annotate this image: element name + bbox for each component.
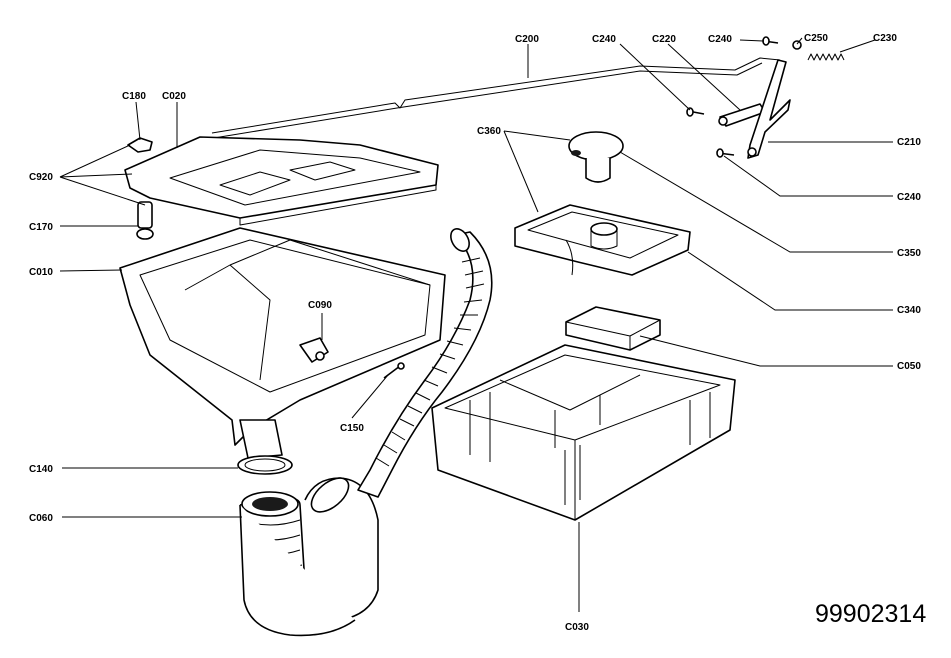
callout-c210: C210 [897, 137, 921, 148]
callout-c050: C050 [897, 361, 921, 372]
callout-c350: C350 [897, 248, 921, 259]
lever-part-c210 [747, 59, 791, 159]
callout-c240: C240 [708, 34, 732, 45]
bracket-part-c090 [299, 337, 329, 363]
callout-c920: C920 [29, 172, 53, 183]
callout-c020: C020 [162, 91, 186, 102]
corrugated-hose [357, 228, 493, 498]
connector-part-c170 [136, 201, 154, 240]
callout-c010: C010 [29, 267, 53, 278]
callout-c240: C240 [592, 34, 616, 45]
callout-c200: C200 [515, 34, 539, 45]
clip-part-c180 [127, 137, 153, 153]
rod-part-c200 [211, 57, 781, 139]
drawer-housing-part-c010 [119, 227, 446, 459]
screw-part-c240-c [762, 36, 779, 46]
cover-plate-part-c020 [124, 136, 439, 226]
callout-c220: C220 [652, 34, 676, 45]
callout-c150: C150 [340, 423, 364, 434]
tray-part-c340 [514, 204, 691, 276]
callout-c030: C030 [565, 622, 589, 633]
ring-part-c140 [237, 455, 293, 475]
callout-c060: C060 [29, 513, 53, 524]
spring-part-c230 [807, 53, 845, 61]
callout-c240: C240 [897, 192, 921, 203]
callout-c340: C340 [897, 305, 921, 316]
lid-part-c050 [565, 306, 661, 351]
callout-c170: C170 [29, 222, 53, 233]
document-number: 99902314 [815, 600, 926, 628]
callout-c180: C180 [122, 91, 146, 102]
screw-part-c240-b [716, 148, 735, 158]
callout-c090: C090 [308, 300, 332, 311]
drawer-box-part-c030 [431, 344, 736, 521]
screw-part-c240-a [686, 107, 705, 117]
leader-lines [59, 37, 893, 612]
callout-c250: C250 [804, 33, 828, 44]
washer-part-c250 [792, 40, 802, 50]
hose-part-c060 [239, 477, 379, 637]
callout-c140: C140 [29, 464, 53, 475]
callout-c360: C360 [477, 126, 501, 137]
knob-part-c360 [568, 131, 624, 183]
callout-c230: C230 [873, 33, 897, 44]
